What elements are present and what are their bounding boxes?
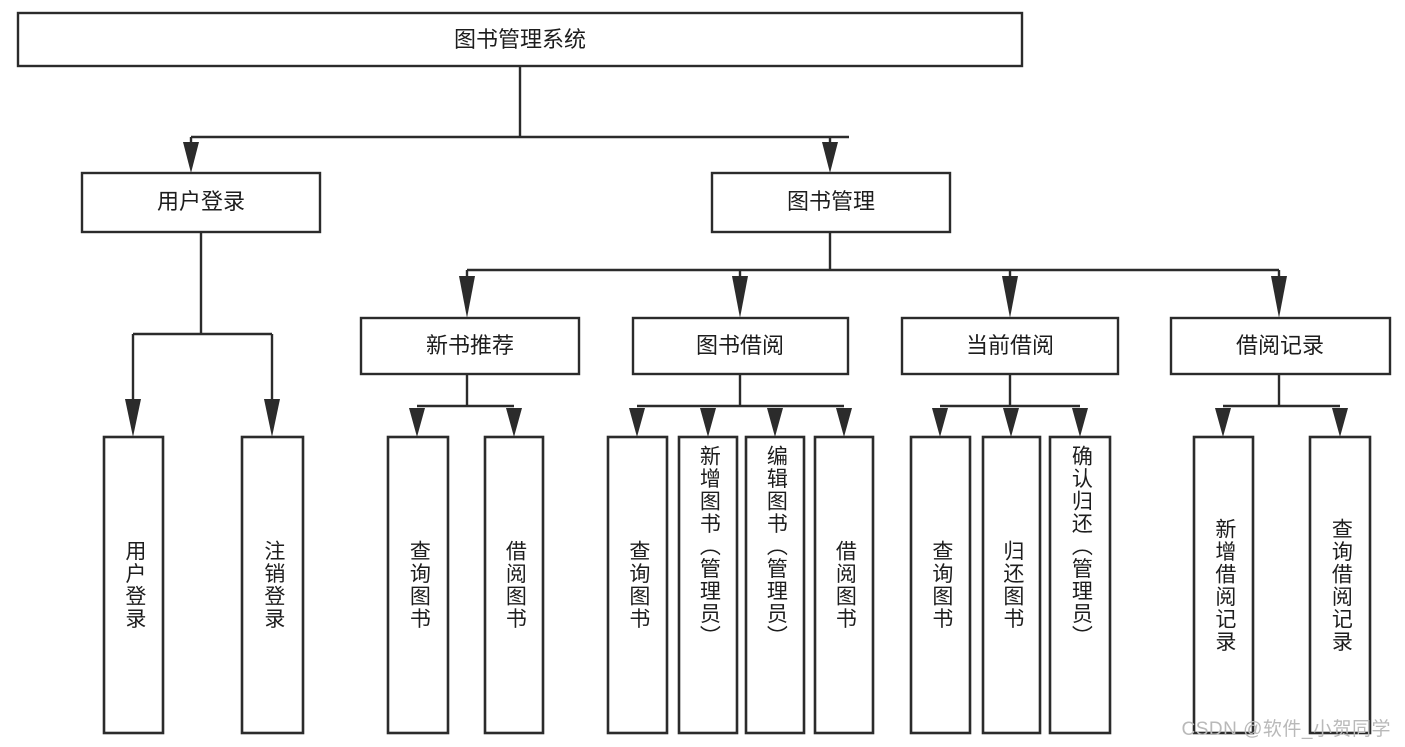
arrow-head-user-login — [183, 142, 199, 173]
arrow-head-current-borrow — [1002, 276, 1018, 318]
arrow-head-leaf-query-book-1 — [409, 408, 425, 437]
arrow-head-leaf-query-record — [1332, 408, 1348, 437]
node-current-borrow[interactable]: 当前借阅 — [900, 316, 1120, 376]
node-root-box — [16, 11, 1024, 68]
arrow-head-leaf-return-book — [1003, 408, 1019, 437]
arrow-head-leaf-confirm-return — [1072, 408, 1088, 437]
arrow-head-leaf-user-login — [125, 399, 141, 437]
node-leaf-query-book-2-box[interactable] — [606, 435, 669, 735]
node-book-borrow[interactable]: 图书借阅 — [631, 316, 850, 376]
arrow-head-leaf-add-record — [1215, 408, 1231, 437]
node-book-management-label: 图书管理 — [787, 189, 875, 214]
node-book-borrow-box — [631, 316, 850, 376]
node-leaf-add-book-box[interactable] — [677, 435, 739, 735]
arrow-head-borrow-record — [1271, 276, 1287, 318]
node-leaf-user-logout-box[interactable] — [240, 435, 305, 735]
node-leaf-edit-book-box[interactable] — [744, 435, 806, 735]
node-borrow-record-label: 借阅记录 — [1236, 333, 1324, 358]
node-new-book-recommend-box — [359, 316, 581, 376]
node-borrow-record[interactable]: 借阅记录 — [1169, 316, 1392, 376]
arrow-head-leaf-query-book-2 — [629, 408, 645, 437]
node-current-borrow-label: 当前借阅 — [966, 333, 1054, 358]
leaf-boxes — [102, 435, 1372, 735]
connector-book-management-to-level3 — [459, 232, 1287, 318]
arrow-head-new-book-recommend — [459, 276, 475, 318]
arrow-head-leaf-borrow-book-1 — [506, 408, 522, 437]
node-user-login-label: 用户登录 — [157, 189, 245, 214]
node-leaf-query-book-1-box[interactable] — [386, 435, 450, 735]
connector-new-book-recommend-to-leaves — [409, 374, 522, 437]
node-leaf-add-record-box[interactable] — [1192, 435, 1255, 735]
connector-book-borrow-to-leaves — [629, 374, 852, 437]
node-new-book-recommend[interactable]: 新书推荐 — [359, 316, 581, 376]
connector-borrow-record-to-leaves — [1215, 374, 1348, 437]
node-leaf-query-record-box[interactable] — [1308, 435, 1372, 735]
node-root-label: 图书管理系统 — [454, 27, 586, 52]
arrow-head-leaf-borrow-book-2 — [836, 408, 852, 437]
node-user-login[interactable]: 用户登录 — [80, 171, 322, 234]
node-book-management[interactable]: 图书管理 — [710, 171, 952, 234]
node-leaf-borrow-book-1-box[interactable] — [483, 435, 545, 735]
csdn-watermark: CSDN @软件_小贺同学 — [1181, 719, 1391, 740]
node-leaf-borrow-book-2-box[interactable] — [813, 435, 875, 735]
node-leaf-return-book-box[interactable] — [981, 435, 1042, 735]
node-book-management-box — [710, 171, 952, 234]
connector-user-login-to-leaves — [125, 232, 280, 437]
arrow-head-book-management — [822, 142, 838, 173]
node-new-book-recommend-label: 新书推荐 — [426, 333, 514, 358]
node-leaf-user-login-box[interactable] — [102, 435, 165, 735]
node-root[interactable]: 图书管理系统 — [16, 11, 1024, 68]
arrow-head-book-borrow — [732, 276, 748, 318]
arrow-head-leaf-query-book-3 — [932, 408, 948, 437]
node-current-borrow-box — [900, 316, 1120, 376]
node-book-borrow-label: 图书借阅 — [696, 333, 784, 358]
node-leaf-query-book-3-box[interactable] — [909, 435, 972, 735]
connector-current-borrow-to-leaves — [932, 374, 1088, 437]
connector-root-to-level2 — [183, 66, 849, 173]
arrow-head-leaf-add-book — [700, 408, 716, 437]
node-borrow-record-box — [1169, 316, 1392, 376]
arrow-head-leaf-user-logout — [264, 399, 280, 437]
node-user-login-box — [80, 171, 322, 234]
arrow-head-leaf-edit-book — [767, 408, 783, 437]
node-leaf-confirm-return-box[interactable] — [1048, 435, 1112, 735]
